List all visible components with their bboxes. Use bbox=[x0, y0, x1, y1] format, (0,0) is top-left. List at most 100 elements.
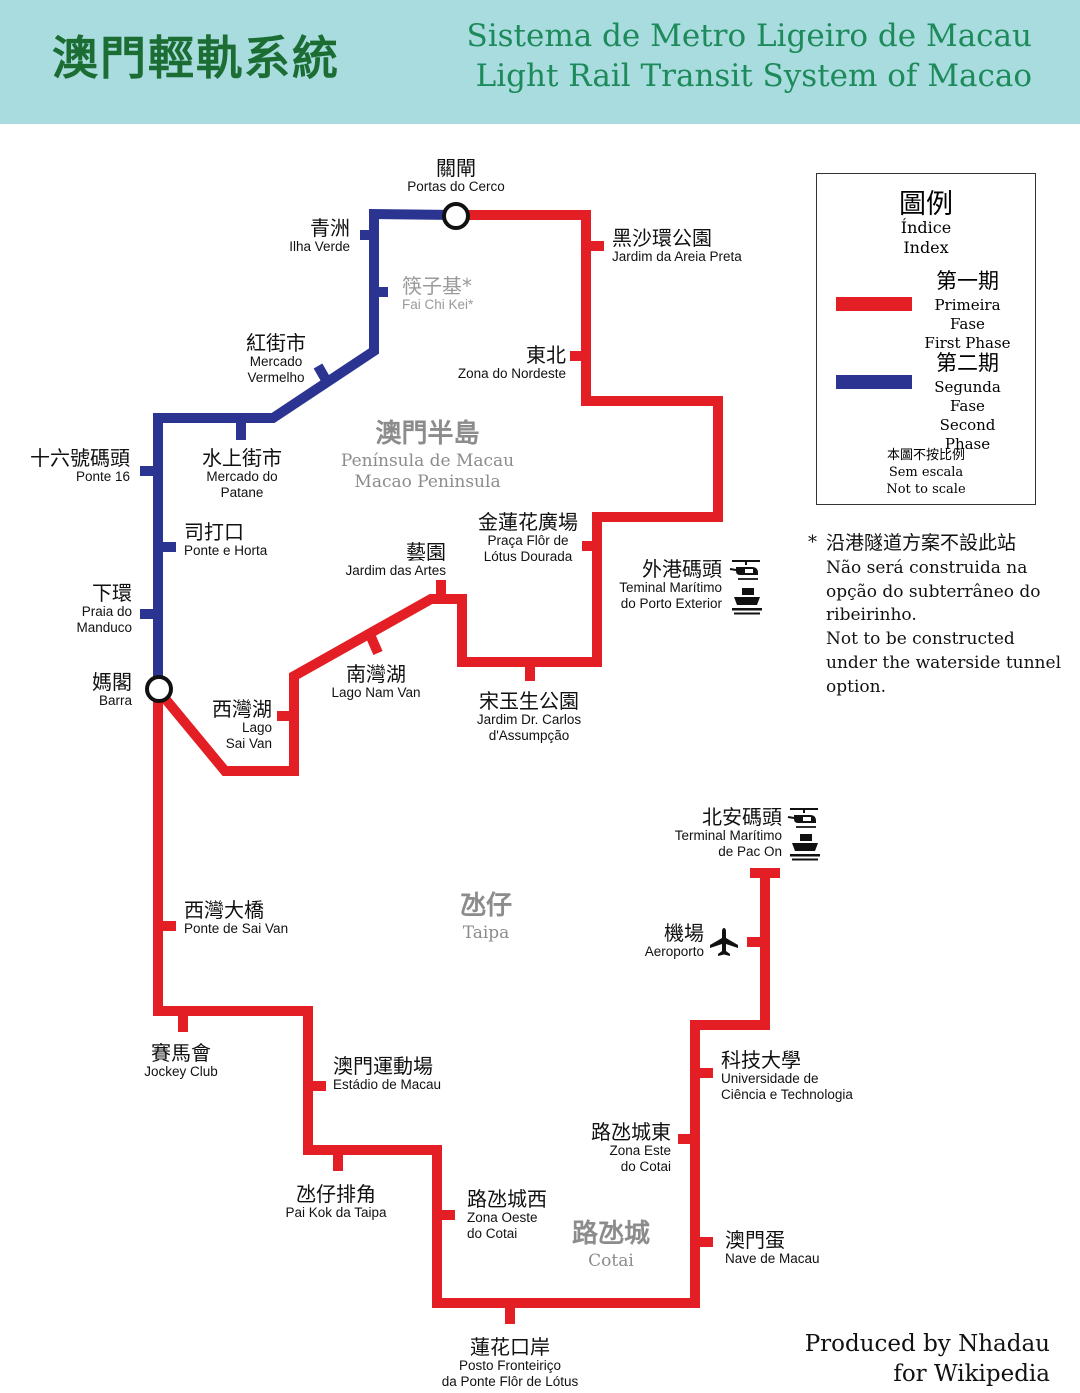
station-pt: Pai Kok da Taipa bbox=[285, 1205, 387, 1221]
station-pt: Zona Este bbox=[609, 1143, 671, 1159]
station-jardim-artes[interactable]: 藝園 Jardim das Artes bbox=[330, 541, 446, 579]
area-taipa: 氹仔 Taipa bbox=[436, 890, 536, 944]
footnote-pt-3: ribeirinho. bbox=[826, 605, 917, 626]
area-peninsula-en: Macao Peninsula bbox=[354, 471, 501, 492]
station-ponte-horta[interactable]: 司打口 Ponte e Horta bbox=[184, 521, 267, 559]
station-pt: Patane bbox=[220, 484, 264, 500]
station-pt: do Cotai bbox=[467, 1225, 518, 1241]
station-zh: 科技大學 bbox=[721, 1048, 801, 1072]
station-pt: Nave de Macau bbox=[725, 1251, 820, 1267]
footnote-star: * bbox=[808, 532, 817, 553]
legend-scale-en: Not to scale bbox=[886, 481, 966, 497]
station-pac-on[interactable]: 北安碼頭 Terminal Marítimo de Pac On bbox=[660, 806, 782, 859]
station-zh: 機場 bbox=[664, 921, 704, 945]
station-ilha-verde[interactable]: 青洲 Ilha Verde bbox=[270, 217, 350, 255]
station-zh: 下環 bbox=[92, 581, 132, 605]
station-pt: Jockey Club bbox=[144, 1064, 218, 1080]
station-sai-van[interactable]: 西灣湖 Lago Sai Van bbox=[196, 698, 272, 751]
station-cotai-este[interactable]: 路氹城東 Zona Este do Cotai bbox=[576, 1121, 671, 1174]
station-estadio[interactable]: 澳門運動場 Estádio de Macau bbox=[333, 1055, 441, 1093]
interchange-barra bbox=[145, 675, 173, 703]
footnote-body: 沿港隧道方案不設此站 Não será construida na opção … bbox=[826, 530, 1061, 700]
station-jockey-club[interactable]: 賽馬會 Jockey Club bbox=[132, 1042, 230, 1080]
station-aeroporto[interactable]: 機場 Aeroporto bbox=[630, 922, 704, 960]
header-banner: 澳門輕軌系統 Sistema de Metro Ligeiro de Macau… bbox=[0, 0, 1080, 124]
station-ponte-16[interactable]: 十六號碼頭 Ponte 16 bbox=[14, 447, 130, 485]
station-pt: Praça Flôr de bbox=[487, 533, 569, 549]
station-zh: 關閘 bbox=[436, 156, 476, 180]
station-pt: Lótus Dourada bbox=[483, 548, 573, 564]
station-pt: Praia do bbox=[81, 604, 132, 620]
station-zh: 外港碼頭 bbox=[642, 557, 722, 581]
station-pt: Mercado bbox=[249, 354, 303, 370]
station-pt: Fai Chi Kei* bbox=[402, 297, 474, 313]
station-areia-preta[interactable]: 黑沙環公園 Jardim da Areia Preta bbox=[612, 227, 742, 265]
station-zh: 司打口 bbox=[184, 520, 244, 544]
station-zona-nordeste[interactable]: 東北 Zona do Nordeste bbox=[420, 344, 566, 382]
area-taipa-pt: Taipa bbox=[462, 922, 510, 943]
station-zh: 賽馬會 bbox=[151, 1041, 211, 1065]
station-pt: Estádio de Macau bbox=[333, 1077, 442, 1093]
station-ponte-sai-van[interactable]: 西灣大橋 Ponte de Sai Van bbox=[184, 899, 288, 937]
station-zh: 氹仔排角 bbox=[296, 1182, 376, 1206]
area-peninsula: 澳門半島 Península de Macau Macao Peninsula bbox=[340, 418, 515, 493]
station-zh: 東北 bbox=[526, 343, 566, 367]
station-pt: Portas do Cerco bbox=[407, 179, 505, 195]
station-pt: Ponte 16 bbox=[75, 469, 130, 485]
station-pt: Aeroporto bbox=[644, 944, 704, 960]
station-pt: Vermelho bbox=[247, 369, 305, 385]
footnote-en-3: option. bbox=[826, 676, 886, 697]
station-nave-macau[interactable]: 澳門蛋 Nave de Macau bbox=[725, 1229, 820, 1267]
station-pt: Jardim Dr. Carlos bbox=[476, 712, 582, 728]
legend-scale-zh: 本圖不按比例 bbox=[886, 448, 965, 463]
legend-first-en: First Phase bbox=[924, 333, 1011, 352]
station-zh: 紅街市 bbox=[246, 331, 306, 355]
station-zh: 南灣湖 bbox=[346, 662, 406, 686]
line-red-taipa bbox=[153, 690, 770, 1308]
footnote-pt-1: Não será construida na bbox=[826, 557, 1028, 578]
footnote-pt-2: opção do subterrâneo do bbox=[826, 581, 1041, 602]
station-barra[interactable]: 媽閣 Barra bbox=[64, 671, 132, 709]
station-carlos-assumpcao[interactable]: 宋玉生公園 Jardim Dr. Carlos d'Assumpção bbox=[464, 690, 594, 743]
station-zh: 藝園 bbox=[406, 540, 446, 564]
station-zh: 路氹城東 bbox=[591, 1120, 671, 1144]
legend-second-en: Second Phase bbox=[939, 415, 996, 453]
credit-line-1: Produced by Nhadau bbox=[804, 1331, 1050, 1357]
area-cotai: 路氹城 Cotai bbox=[556, 1218, 666, 1272]
ferry-icon bbox=[790, 834, 820, 861]
station-pt: Jardim das Artes bbox=[345, 563, 446, 579]
airplane-icon bbox=[710, 928, 738, 956]
station-patane[interactable]: 水上街市 Mercado do Patane bbox=[190, 447, 294, 500]
station-flor-lotus[interactable]: 蓮花口岸 Posto Fronteiriço da Ponte Flôr de … bbox=[430, 1336, 590, 1389]
area-cotai-pt: Cotai bbox=[588, 1250, 634, 1271]
legend-title-en: Index bbox=[903, 238, 949, 257]
station-pt: Jardim da Areia Preta bbox=[612, 249, 742, 265]
interchange-portas-do-cerco bbox=[442, 202, 470, 230]
station-pai-kok[interactable]: 氹仔排角 Pai Kok da Taipa bbox=[276, 1183, 396, 1221]
area-peninsula-pt: Península de Macau bbox=[340, 450, 515, 471]
legend-scale-note: 本圖不按比例 Sem escala Not to scale bbox=[817, 448, 1035, 499]
station-mercado-vermelho[interactable]: 紅街市 Mercado Vermelho bbox=[226, 332, 326, 385]
ferry-icon bbox=[732, 588, 762, 615]
credit-line-2: for Wikipedia bbox=[893, 1360, 1050, 1387]
station-pt: Ciência e Technologia bbox=[721, 1086, 853, 1102]
credit: Produced by Nhadau for Wikipedia bbox=[805, 1330, 1050, 1390]
station-porto-exterior[interactable]: 外港碼頭 Teminal Marítimo do Porto Exterior bbox=[604, 558, 722, 611]
station-zh: 黑沙環公園 bbox=[612, 226, 712, 250]
station-cotai-oeste[interactable]: 路氹城西 Zona Oeste do Cotai bbox=[467, 1188, 547, 1241]
title-chinese: 澳門輕軌系統 bbox=[52, 31, 340, 85]
station-universidade[interactable]: 科技大學 Universidade de Ciência e Technolog… bbox=[721, 1049, 853, 1102]
station-pt: Zona do Nordeste bbox=[457, 366, 566, 382]
area-taipa-zh: 氹仔 bbox=[459, 891, 512, 921]
station-zh: 北安碼頭 bbox=[702, 805, 782, 829]
station-fai-chi-kei[interactable]: 筷子基* Fai Chi Kei* bbox=[402, 275, 473, 313]
legend-box: 圖例 Índice Index 第一期 Primeira Fase First … bbox=[816, 173, 1036, 505]
station-pt: Lago Nam Van bbox=[331, 685, 421, 701]
station-praia-manduco[interactable]: 下環 Praia do Manduco bbox=[50, 582, 132, 635]
station-nam-van[interactable]: 南灣湖 Lago Nam Van bbox=[322, 663, 430, 701]
station-portas-do-cerco[interactable]: 關閘 Portas do Cerco bbox=[386, 157, 526, 195]
station-pt: Sai Van bbox=[225, 735, 272, 751]
tick-nam-van bbox=[366, 634, 383, 656]
station-lotus-dourada[interactable]: 金蓮花廣場 Praça Flôr de Lótus Dourada bbox=[468, 511, 588, 564]
